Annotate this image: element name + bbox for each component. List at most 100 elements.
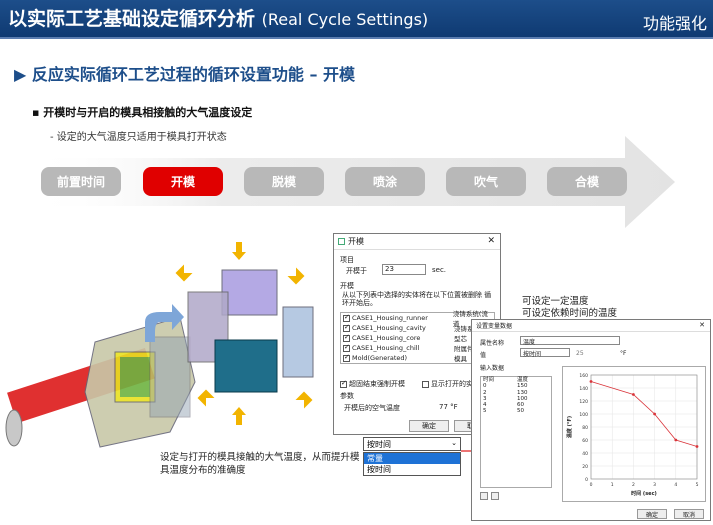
instruction-text: 从以下列表中选择的实体将在以下位置被删除 循环开始后。 xyxy=(342,291,492,307)
header-bar xyxy=(0,0,713,37)
prop-name-input[interactable]: 温度 xyxy=(520,336,620,346)
x-tick-label: 1 xyxy=(611,482,614,488)
y-tick-label: 140 xyxy=(579,386,588,392)
data-point xyxy=(695,445,699,448)
dialog-icon xyxy=(338,238,345,245)
x-tick-label: 3 xyxy=(653,482,656,488)
mold-part-top xyxy=(221,269,278,316)
entity-row[interactable]: CASE1_Housing_chill 附属件 xyxy=(341,343,494,353)
open-at-input[interactable]: 23 xyxy=(382,264,426,275)
x-tick-label: 4 xyxy=(674,482,677,488)
value-unit: °F xyxy=(620,350,627,357)
mold-assembly xyxy=(84,316,196,448)
page-title: 以实际工艺基础设定循环分析 (Real Cycle Settings) xyxy=(8,8,429,30)
step-pre-time: 前置时间 xyxy=(41,167,121,196)
add-row-icon[interactable] xyxy=(480,492,488,500)
param-value[interactable]: 77 °F xyxy=(439,403,458,411)
y-tick-label: 160 xyxy=(579,373,588,379)
section-open-label: 开模 xyxy=(340,282,354,290)
mold-part-bottom xyxy=(214,339,278,393)
x-tick-label: 0 xyxy=(590,482,593,488)
open-at-label: 开模于 xyxy=(346,267,367,275)
temperature-mode-select[interactable]: 按时间 ⌄ xyxy=(363,437,461,451)
section-param-label: 参数 xyxy=(340,392,354,400)
step-mold-close: 合模 xyxy=(547,167,627,196)
header-divider xyxy=(0,37,713,39)
caption-temp-options: 可设定一定温度 可设定依赖时间的温度 xyxy=(522,296,618,319)
input-data-label: 输入数据 xyxy=(480,365,505,372)
section-item-label: 项目 xyxy=(340,256,354,264)
checkbox[interactable] xyxy=(343,343,350,352)
step-blow: 吹气 xyxy=(446,167,526,196)
entity-row[interactable]: Mold(Generated) 模具 xyxy=(341,353,494,363)
checkbox[interactable] xyxy=(343,313,350,322)
value-mode-select[interactable]: 按时间 xyxy=(520,348,570,358)
entity-type: 浇铸系统 xyxy=(454,325,480,333)
y-tick-label: 0 xyxy=(585,477,588,483)
table-header: 时间温度 xyxy=(483,377,529,383)
select-value: 按时间 xyxy=(367,439,391,449)
entity-name: CASE1_Housing_core xyxy=(352,334,421,342)
x-tick-label: 2 xyxy=(632,482,635,488)
y-tick-label: 100 xyxy=(579,412,588,418)
step-mold-open: 开模 xyxy=(143,167,223,196)
close-icon[interactable]: ✕ xyxy=(699,321,705,329)
open-at-unit: sec. xyxy=(432,266,447,274)
dropdown-list: 常量 按时间 xyxy=(363,452,461,476)
entity-name: CASE1_Housing_cavity xyxy=(352,324,426,332)
plot-frame xyxy=(590,374,698,480)
bullet-point: ▪ 开模时与开启的模具相接触的大气温度设定 xyxy=(32,106,253,119)
y-tick-label: 60 xyxy=(582,438,588,444)
entity-type: 附属件 xyxy=(454,345,474,353)
option-show-open[interactable]: 显示打开的实 xyxy=(422,379,473,389)
close-icon[interactable]: ✕ xyxy=(487,236,495,246)
entity-name: Mold(Generated) xyxy=(352,354,408,362)
entity-type: 型芯 xyxy=(454,335,467,343)
y-tick-label: 120 xyxy=(579,399,588,405)
dialog2-title: 设置变量数据 xyxy=(472,320,710,332)
prop-name-label: 属性名称 xyxy=(480,340,505,347)
step-eject: 脱模 xyxy=(244,167,324,196)
section-subtitle: ▶ 反应实际循环工艺过程的循环设置功能 – 开模 xyxy=(14,65,356,84)
delete-row-icon[interactable] xyxy=(491,492,499,500)
entity-row[interactable]: CASE1_Housing_cavity 浇铸系统 xyxy=(341,323,494,333)
entity-name: CASE1_Housing_runner xyxy=(351,314,428,322)
x-tick-label: 5 xyxy=(696,482,699,488)
y-axis-label: 温度 (°F) xyxy=(566,416,573,438)
y-tick-label: 20 xyxy=(582,464,588,470)
option-by-time[interactable]: 按时间 xyxy=(367,465,391,474)
entity-name: CASE1_Housing_chill xyxy=(352,344,420,352)
checkbox[interactable] xyxy=(343,323,350,332)
entity-row[interactable]: CASE1_Housing_core 型芯 xyxy=(341,333,494,343)
y-tick-label: 40 xyxy=(582,451,588,457)
ok-button[interactable]: 确定 xyxy=(409,420,449,432)
note-text: - 设定的大气温度只适用于模具打开状态 xyxy=(50,132,227,143)
data-point xyxy=(653,412,656,416)
dialog-title: 开模 xyxy=(348,237,364,246)
param-label: 开模后的空气温度 xyxy=(344,404,400,412)
checkbox[interactable] xyxy=(343,353,350,362)
checkbox[interactable] xyxy=(343,333,350,342)
entity-type: 模具 xyxy=(454,355,467,363)
cancel-button[interactable]: 取消 xyxy=(674,509,704,519)
ok-button[interactable]: 确定 xyxy=(637,509,667,519)
mold-illustration xyxy=(5,242,314,448)
caption-open-mold: 设定与打开的模具接触的大气温度，从而提升模具温度分布的准确度 xyxy=(160,452,360,476)
curved-arrow-icon xyxy=(145,304,184,342)
step-spray: 喷涂 xyxy=(345,167,425,196)
option-constant[interactable]: 常量 xyxy=(364,453,460,464)
option-force-open[interactable]: 超固结束强制开模 xyxy=(340,379,405,389)
header-tag: 功能强化 xyxy=(642,14,707,33)
value-label: 值 xyxy=(480,352,487,359)
value-input[interactable]: 25 xyxy=(576,350,584,357)
data-point xyxy=(589,380,593,383)
